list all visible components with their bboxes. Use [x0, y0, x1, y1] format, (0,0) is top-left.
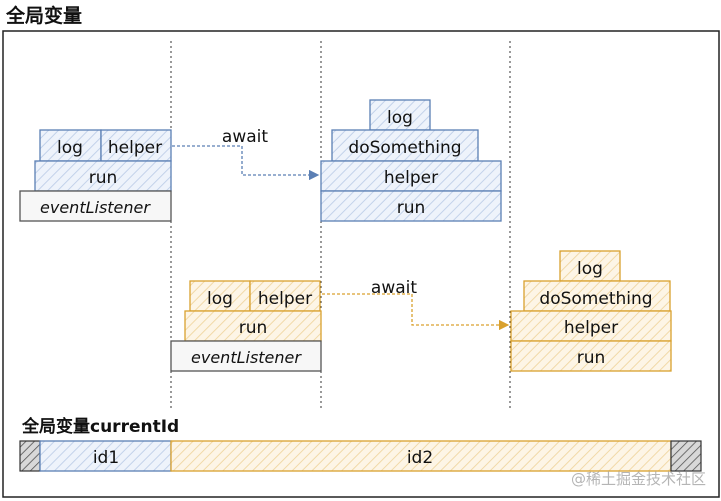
- global-frame: [2, 30, 720, 498]
- frame-helper: [320, 160, 502, 192]
- frame-run: [320, 190, 502, 222]
- current-id-label: 全局变量currentId: [21, 416, 179, 437]
- await-arrow-1: [172, 145, 320, 181]
- frame-event-listener-label: eventListener: [191, 348, 302, 367]
- frame-helper: [510, 310, 672, 342]
- frame-helper-label: helper: [384, 168, 438, 188]
- call-stack-1: log helper run eventListener: [19, 129, 172, 222]
- timeline-end-cap: [670, 440, 702, 472]
- watermark-text: @稀土掘金技术社区: [571, 470, 706, 488]
- frame-run-label: run: [577, 348, 606, 368]
- frame-run: [184, 310, 322, 342]
- timeline-id1-label: id1: [93, 448, 119, 468]
- frame-do-something-label: doSomething: [348, 138, 461, 158]
- frame-log: [189, 280, 251, 312]
- frame-helper-label: helper: [258, 289, 312, 309]
- call-stack-4: log doSomething helper run: [510, 250, 672, 372]
- await-arrow-2: [322, 293, 510, 331]
- frame-event-listener: [170, 340, 322, 372]
- frame-helper-label: helper: [564, 318, 618, 338]
- frame-run-label: run: [397, 198, 426, 218]
- frame-log-label: log: [387, 108, 413, 128]
- frame-log: [39, 129, 102, 162]
- page-title: 全局变量: [5, 4, 82, 27]
- frame-do-something: [523, 280, 671, 312]
- frame-event-listener: [19, 190, 172, 222]
- timeline-start-cap: [19, 440, 41, 472]
- timeline-id2-label: id2: [407, 448, 433, 468]
- frame-log-label: log: [207, 289, 233, 309]
- call-stack-3: log helper run eventListener: [170, 280, 322, 372]
- frame-log: [369, 99, 431, 131]
- frame-helper: [100, 129, 172, 162]
- frame-log: [559, 250, 621, 282]
- timeline-segment-id2: [170, 440, 672, 472]
- frame-event-listener-label: eventListener: [40, 198, 151, 217]
- frame-run: [34, 160, 172, 192]
- current-id-timeline: id1 id2: [19, 440, 702, 472]
- frame-do-something: [331, 129, 479, 162]
- await-label-1: await: [222, 127, 268, 147]
- frame-log-label: log: [577, 259, 603, 279]
- frame-helper: [249, 280, 321, 312]
- frame-run-label: run: [89, 168, 118, 188]
- frame-helper-label: helper: [108, 138, 162, 158]
- frame-run: [510, 340, 672, 372]
- call-stack-2: log doSomething helper run: [320, 99, 502, 222]
- timeline-segment-id1: [39, 440, 172, 472]
- frame-run-label: run: [239, 318, 268, 338]
- await-label-2: await: [371, 278, 417, 298]
- frame-do-something-label: doSomething: [539, 289, 652, 309]
- frame-log-label: log: [57, 138, 83, 158]
